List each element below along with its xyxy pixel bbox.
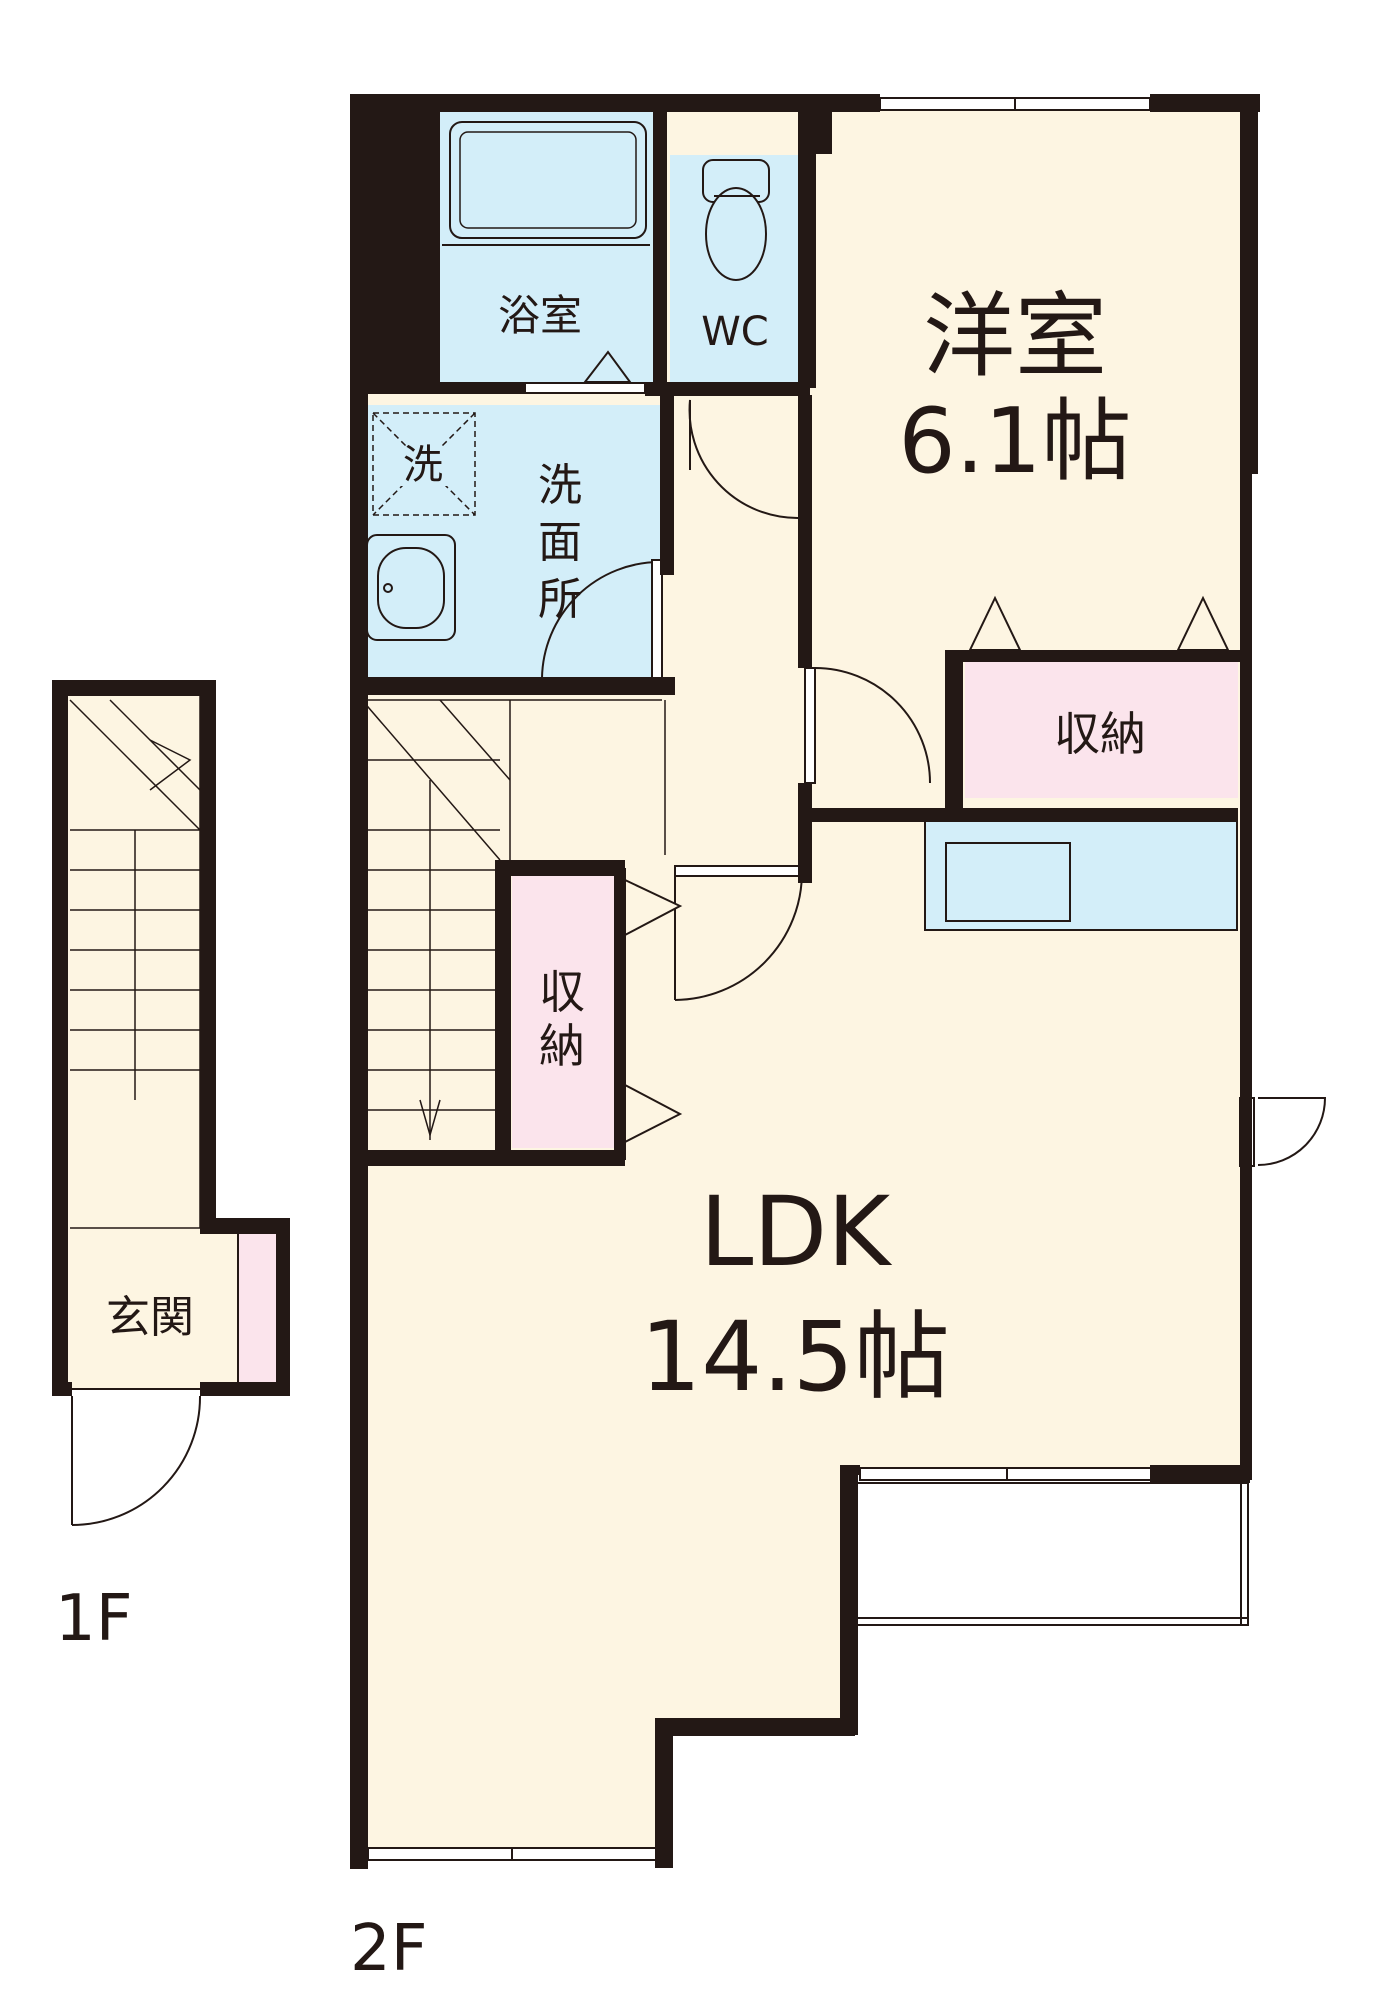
hall-door[interactable] <box>674 871 803 1001</box>
toilet-icon <box>702 159 770 281</box>
washroom-label-2: 面 <box>538 517 582 568</box>
washroom-label-3: 所 <box>538 574 582 625</box>
hall-closet-label-2: 納 <box>539 1019 585 1073</box>
entrance-shoe-storage <box>237 1231 279 1385</box>
ldk-label: LDK <box>700 1176 892 1288</box>
ldk-side-door[interactable] <box>1257 1097 1327 1166</box>
second-floor-label: 2F <box>350 1912 428 1986</box>
second-floor-walls <box>350 94 1260 1869</box>
washroom-label-1: 洗 <box>538 460 582 511</box>
ldk-size: 14.5帖 <box>640 1301 950 1413</box>
entrance-door[interactable] <box>71 1388 202 1526</box>
first-floor-plan <box>52 680 290 1526</box>
entrance-label: 玄関 <box>106 1292 194 1343</box>
western-room-closet <box>965 658 1238 798</box>
kitchen-sink-icon <box>945 842 1071 922</box>
western-room-size: 6.1帖 <box>898 389 1131 494</box>
western-room-label: 洋室 <box>923 283 1107 390</box>
bath-label: 浴室 <box>498 291 582 340</box>
bathtub-icon <box>449 121 647 239</box>
wash-basin-icon <box>366 534 456 641</box>
second-floor-stairs <box>361 699 666 1140</box>
second-floor-plan: 浴室 WC 洗 洗 面 所 洋室 6.1帖 収納 収 納 LDK 14.5帖 2… <box>350 94 1327 1986</box>
western-room-door[interactable] <box>814 667 931 784</box>
first-floor-label: 1F <box>55 1582 133 1656</box>
first-floor-fill <box>60 688 282 1390</box>
first-floor-walls <box>52 680 290 1396</box>
balcony <box>849 1482 1249 1626</box>
hall-closet <box>512 876 614 1148</box>
western-closet-label: 収納 <box>1054 707 1146 761</box>
washroom-door[interactable] <box>541 561 661 679</box>
hall-closet-label-1: 収 <box>539 965 585 1019</box>
wc-label: WC <box>701 309 768 355</box>
washer-label: 洗 <box>403 442 443 488</box>
